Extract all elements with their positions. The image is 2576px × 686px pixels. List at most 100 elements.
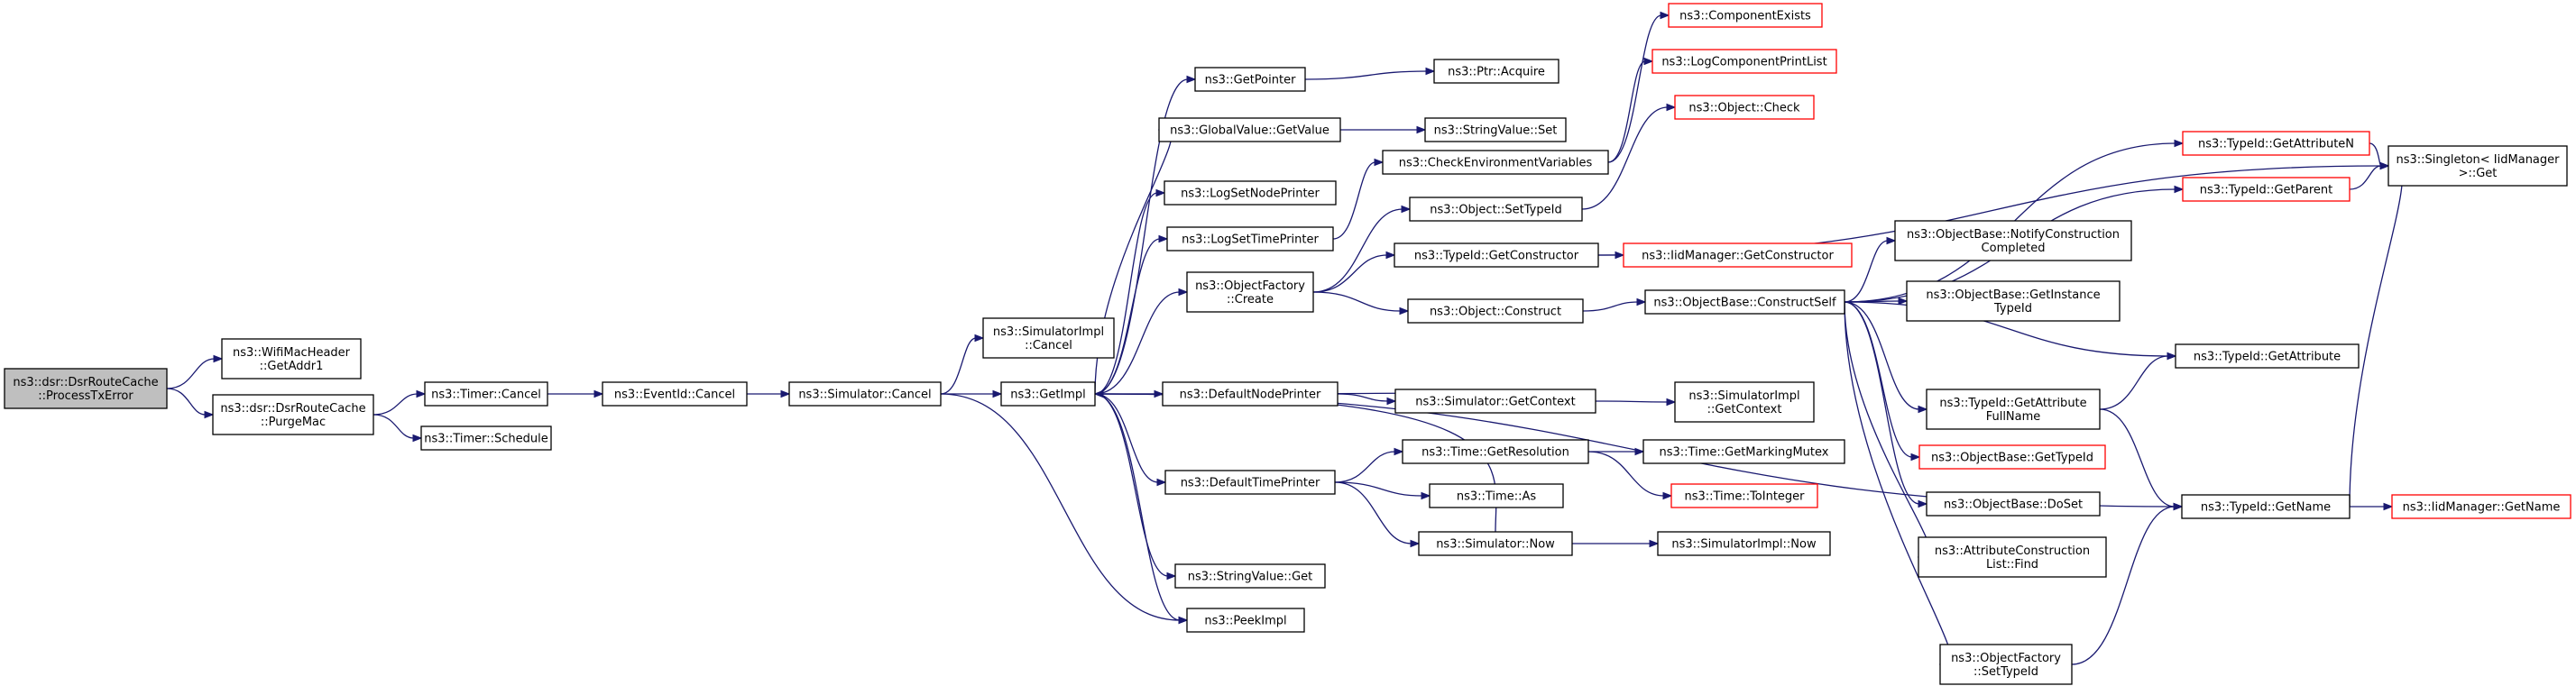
node-stringget[interactable]: ns3::StringValue::Get [1174,563,1326,589]
node-wifiaddr[interactable]: ns3::WifiMacHeader::GetAddr1 [221,338,362,380]
node-compexists[interactable]: ns3::ComponentExists [1668,3,1823,28]
edge-line [166,358,216,389]
node-timeas[interactable]: ns3::Time::As [1429,483,1564,508]
node-simimplcancel[interactable]: ns3::SimulatorImpl::Cancel [982,317,1115,359]
node-objbasedoset[interactable]: ns3::ObjectBase::DoSet [1926,491,2101,517]
call-edge-simcancel-to-simimplcancel [940,334,985,395]
node-label: ns3::GetPointer [1205,74,1296,87]
node-box [1433,59,1559,84]
node-singletonget[interactable]: ns3::Singleton< IidManager>::Get [2387,145,2568,187]
node-objcheck[interactable]: ns3::Object::Check [1674,95,1815,120]
edge-arrowhead [1660,11,1670,20]
node-box [1418,531,1573,556]
node-simimplgetctx[interactable]: ns3::SimulatorImpl::GetContext [1674,381,1815,423]
node-typeidgetname[interactable]: ns3::TypeId::GetName [2181,494,2351,519]
call-edge-typeidgetattrfull-to-typeidgetattr [2099,352,2177,410]
node-objfactcreate[interactable]: ns3::ObjectFactory::Create [1186,271,1314,313]
node-label: ns3::CheckEnvironmentVariables [1399,157,1593,170]
node-label: ns3::ObjectBase::ConstructSelf [1653,297,1836,310]
node-objconstruct[interactable]: ns3::Object::Construct [1407,298,1584,324]
node-simgetcontext[interactable]: ns3::Simulator::GetContext [1394,389,1596,414]
edge-line [1094,192,1158,395]
node-logsettime[interactable]: ns3::LogSetTimePrinter [1166,226,1334,252]
node-logcompprint[interactable]: ns3::LogComponentPrintList [1651,49,1837,74]
node-checkenv[interactable]: ns3::CheckEnvironmentVariables [1382,150,1609,175]
node-label: ::GetContext [1707,403,1782,416]
call-edge-getpointer-to-ptracquire [1304,67,1436,80]
call-edge-objfactcreate-to-typeidgetctor [1312,251,1396,293]
edge-line [1607,14,1662,163]
node-box [1402,439,1589,464]
node-typeidgetparent[interactable]: ns3::TypeId::GetParent [2182,177,2351,202]
node-box [1644,289,1845,315]
edge-arrowhead [992,389,1003,398]
node-label: ns3::Simulator::Cancel [798,389,931,402]
node-label: ns3::Ptr::Acquire [1448,66,1545,79]
call-edge-timercancel-to-eventcancel [547,389,604,398]
node-iidgetname[interactable]: ns3::IidManager::GetName [2391,494,2571,519]
node-label: Completed [1982,242,2046,255]
node-eventcancel[interactable]: ns3::EventId::Cancel [602,381,748,407]
node-deftimeprinter[interactable]: ns3::DefaultTimePrinter [1164,470,1336,495]
node-objsettypeid[interactable]: ns3::Object::SetTypeId [1409,197,1583,222]
node-getpointer[interactable]: ns3::GetPointer [1194,67,1306,92]
call-edge-objfactsettypeid-to-typeidgetname [2071,502,2184,665]
node-gvgetvalue[interactable]: ns3::GlobalValue::GetValue [1158,117,1341,142]
edge-line [1094,238,1161,395]
node-box [1674,95,1815,120]
node-label: List::Find [1986,558,2038,572]
node-iidgetctor[interactable]: ns3::IidManager::GetConstructor [1623,242,1853,268]
node-typeidgetattrn[interactable]: ns3::TypeId::GetAttributeN [2182,131,2370,156]
edge-arrowhead [213,354,224,363]
call-edge-objconstruct-to-objbaseconstructself [1582,297,1647,312]
node-label: ns3::Timer::Schedule [424,433,547,446]
node-objbaseconstructself[interactable]: ns3::ObjectBase::ConstructSelf [1644,289,1845,315]
node-simcancel[interactable]: ns3::Simulator::Cancel [788,381,942,407]
node-root[interactable]: ns3::dsr::DsrRouteCache::ProcessTxError [4,368,168,409]
node-objfactsettypeid[interactable]: ns3::ObjectFactory::SetTypeId [1939,644,2073,685]
node-typeidgetattr[interactable]: ns3::TypeId::GetAttribute [2175,343,2360,369]
call-edge-objbaseconstructself-to-objfactsettypeid [1844,301,1953,669]
node-timetoint[interactable]: ns3::Time::ToInteger [1670,483,1818,508]
node-box [1657,531,1831,556]
call-nodes: ns3::dsr::DsrRouteCache::ProcessTxErrorn… [4,3,2571,685]
call-edge-getimpl-to-stringget [1094,393,1177,581]
node-stringset[interactable]: ns3::StringValue::Set [1424,117,1567,142]
node-label: ns3::Time::GetResolution [1421,446,1569,460]
node-label: ::Create [1227,293,1274,306]
call-edge-getimpl-to-logsettime [1094,234,1169,395]
node-typeidgetctor[interactable]: ns3::TypeId::GetConstructor [1394,242,1599,268]
node-getimpl[interactable]: ns3::GetImpl [1000,381,1096,407]
node-simnow[interactable]: ns3::Simulator::Now [1418,531,1573,556]
node-simimplnow[interactable]: ns3::SimulatorImpl::Now [1657,531,1831,556]
node-box [2391,494,2571,519]
node-logsetnode[interactable]: ns3::LogSetNodePrinter [1164,180,1337,206]
edge-line [373,414,415,439]
node-peekimpl[interactable]: ns3::PeekImpl [1186,608,1305,633]
edge-arrowhead [593,389,604,398]
node-objbasenotify[interactable]: ns3::ObjectBase::NotifyConstructionCompl… [1894,220,2132,261]
node-box [1668,3,1823,28]
node-timercancel[interactable]: ns3::Timer::Cancel [424,381,548,407]
node-ptracquire[interactable]: ns3::Ptr::Acquire [1433,59,1559,84]
node-defnodeprinter[interactable]: ns3::DefaultNodePrinter [1162,381,1339,407]
node-objbasegettypeid[interactable]: ns3::ObjectBase::GetTypeId [1918,444,2106,470]
edge-arrowhead [1166,572,1177,581]
edge-arrowhead [2167,352,2177,361]
node-purgemac[interactable]: ns3::dsr::DsrRouteCache::PurgeMac [212,394,374,435]
node-timerschedule[interactable]: ns3::Timer::Schedule [420,425,552,451]
node-label: ns3::ObjectFactory [1195,279,1305,293]
node-label: ns3::SimulatorImpl [1688,389,1799,403]
edge-arrowhead [1178,288,1189,297]
node-timegetmutex[interactable]: ns3::Time::GetMarkingMutex [1642,439,1845,464]
edge-line [1312,254,1388,293]
node-timegetres[interactable]: ns3::Time::GetResolution [1402,439,1589,464]
call-edge-typeidgetname-to-singletonget [2349,161,2403,508]
edge-arrowhead [1649,539,1660,548]
node-box [1000,381,1096,407]
edge-line [1312,291,1402,312]
